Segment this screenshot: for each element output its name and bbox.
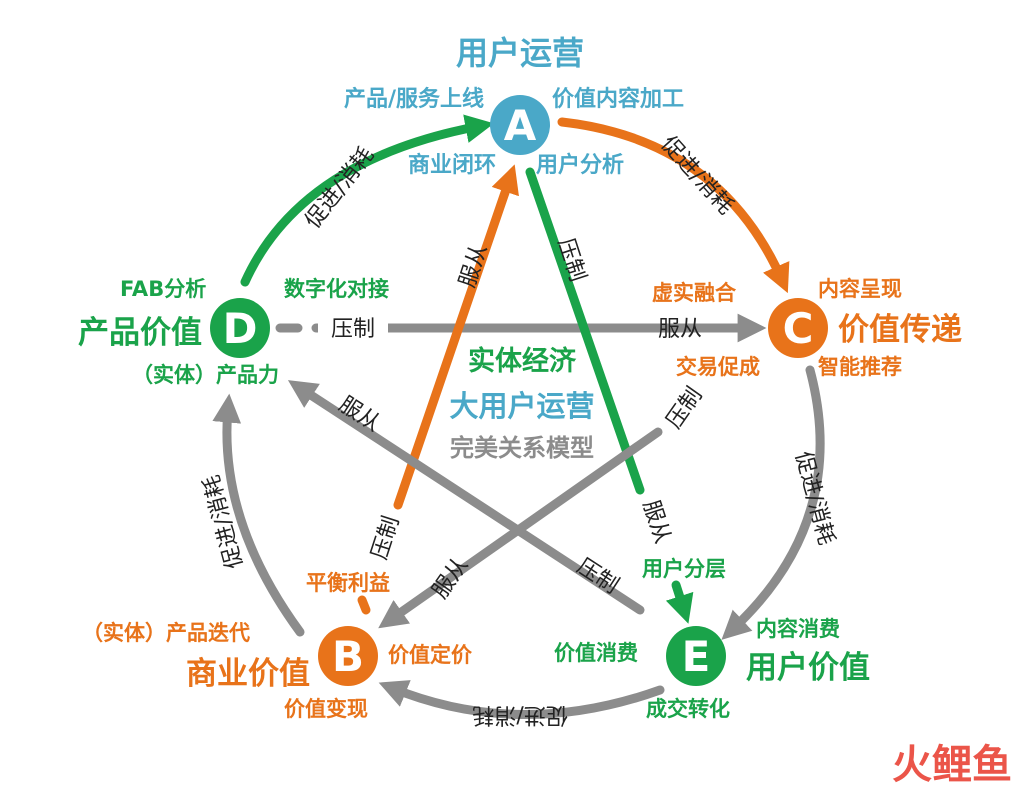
watermark-logo: 火鲤鱼 [892,742,1012,788]
label-obey-dc: 服从 [658,317,702,342]
svg-text:B: B [332,632,364,681]
label-promote-eb: 促进/消耗 [472,702,567,727]
node-b-bottom: 价值变现 [284,697,368,721]
label-suppress-cb: 压制 [662,383,708,433]
node-e-top: 用户分层 [642,557,726,581]
label-obey-ba: 服从 [455,241,492,291]
node-a-left-bottom: 商业闭环 [408,152,496,178]
node-e-bottom: 成交转化 [646,697,730,721]
label-suppress-dc: 压制 [331,317,375,342]
label-promote-ac: 促进/消耗 [656,132,738,220]
node-b-top: 平衡利益 [306,571,390,595]
node-d-top-right: 数字化对接 [284,277,389,301]
label-obey-ae: 服从 [637,497,674,547]
node-a: A [490,95,550,155]
label-promote-da: 促进/消耗 [301,143,379,234]
node-c: C [768,298,828,358]
node-d-top-left: FAB分析 [120,277,206,301]
arc-e-to-b [378,680,665,719]
node-c-title: 价值传递 [838,312,962,348]
node-d-title: 产品价值 [78,315,202,351]
line-b-a-dash [357,595,371,615]
node-c-bottom-right: 智能推荐 [818,355,902,379]
node-a-right-bottom: 用户分析 [536,152,624,178]
label-obey-cb: 服从 [428,553,474,603]
svg-text:E: E [682,632,711,681]
line-e-to-d [287,380,645,615]
center-line3: 完美关系模型 [450,434,594,462]
svg-text:C: C [783,304,814,353]
label-suppress-ba: 压制 [367,513,404,563]
line-c-to-b [378,427,663,629]
center-line2: 大用户运营 [449,389,594,423]
svg-text:A: A [504,101,537,150]
node-e-left: 价值消费 [554,641,638,665]
node-d-bottom: （实体）产品力 [132,363,279,387]
node-b-top-left: （实体）产品迭代 [82,621,250,645]
node-a-right-top: 价值内容加工 [552,86,684,112]
arc-b-to-d [212,393,305,637]
node-b-title: 商业价值 [186,656,310,692]
line-b-to-a [393,164,519,510]
node-c-top-left: 虚实融合 [652,281,737,305]
node-b: B [318,626,378,686]
label-promote-ce: 促进/消耗 [790,449,839,548]
node-a-title: 用户运营 [456,34,584,72]
svg-text:D: D [223,304,258,353]
arc-a-to-c [557,117,790,294]
arc-d-to-a [240,114,495,287]
node-e-title: 用户价值 [746,650,870,686]
arc-c-to-e [721,365,825,640]
node-b-right: 价值定价 [388,643,473,667]
node-e-right: 内容消费 [756,617,840,641]
label-suppress-ae: 压制 [552,235,589,285]
line-a-to-e [525,167,645,495]
node-c-top-right: 内容呈现 [818,277,902,301]
center-line1: 实体经济 [468,345,577,377]
node-c-bottom-left: 交易促成 [676,355,760,379]
node-d: D [210,298,270,358]
node-e: E [666,626,726,686]
line-e-arrow [665,580,694,624]
node-a-left-top: 产品/服务上线 [344,86,484,112]
